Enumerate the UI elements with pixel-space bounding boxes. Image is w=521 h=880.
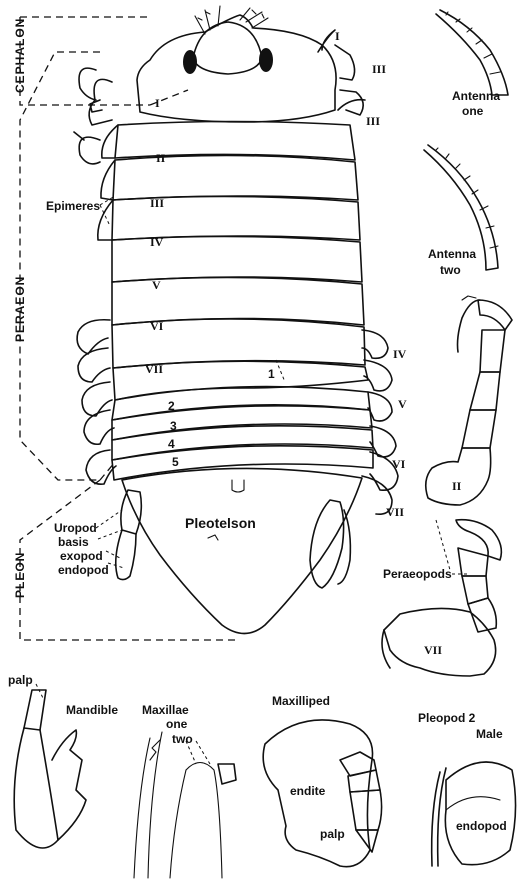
pleopod-label: Pleopod 2 [418,711,476,725]
maxilliped-palp-label: palp [320,827,345,841]
basis-label: basis [58,535,89,549]
segment-VII-label: VII [145,362,163,376]
leg-I-label: I [335,29,340,43]
leg-VII-label: VII [386,505,404,519]
epimeres-label: Epimeres [46,199,100,213]
pleon-2-label: 2 [168,399,175,413]
antenna-one-drawing [436,10,508,95]
pleon-5-label: 5 [172,455,179,469]
peraeon-label: PERAEON [13,276,27,342]
uropod-label: Uropod [54,521,97,535]
segment-I-label: I [155,96,160,110]
maxillae-one-label: one [166,717,188,731]
maxillae-drawing [134,732,236,878]
segment-V-label: V [152,278,161,292]
mandible-label: Mandible [66,703,118,717]
pleon-label: PLEON [13,552,27,598]
leg-III-upper-label: III [372,62,386,76]
leg-III-label: III [366,114,380,128]
pleopod-drawing [432,762,516,866]
segment-VI-label: VI [150,319,164,333]
uropods [116,490,351,588]
maxillae-label: Maxillae [142,703,189,717]
leg-IV-label: IV [393,347,407,361]
male-label: Male [476,727,503,741]
cephalon-label: CEPHALON [13,18,27,93]
segment-III-label: III [150,196,164,210]
antenna-two-label-line2: two [440,263,461,277]
leg-VI-label: VI [392,457,406,471]
maxillae-two-label: two [172,732,193,746]
endite-label: endite [290,784,326,798]
peraeopod-II-drawing [426,296,512,505]
pleotelson-label: Pleotelson [185,515,256,531]
maxilliped-label: Maxilliped [272,694,330,708]
antenna-two-label-line1: Antenna [428,247,476,261]
pleon-3-label: 3 [170,419,177,433]
peraeopod-II-label: II [452,479,462,493]
leg-V-label: V [398,397,407,411]
segment-IV-label: IV [150,235,164,249]
left-legs [74,68,116,484]
isopod-body [98,6,373,634]
exopod-label: exopod [60,549,103,563]
endopod-label: endopod [58,563,109,577]
antenna-one-label-line1: Antenna [452,89,500,103]
antenna-one-label-line2: one [462,104,484,118]
pleon-1-label: 1 [268,367,275,381]
peraeopods-label: Peraeopods [383,567,452,581]
region-brackets [20,17,240,640]
peraeopod-VII-label: VII [424,643,442,657]
pleopod-endopod-label: endopod [456,819,507,833]
pleon-4-label: 4 [168,437,175,451]
segment-II-label: II [156,151,166,165]
right-legs [318,30,398,514]
palp-label: palp [8,673,33,687]
